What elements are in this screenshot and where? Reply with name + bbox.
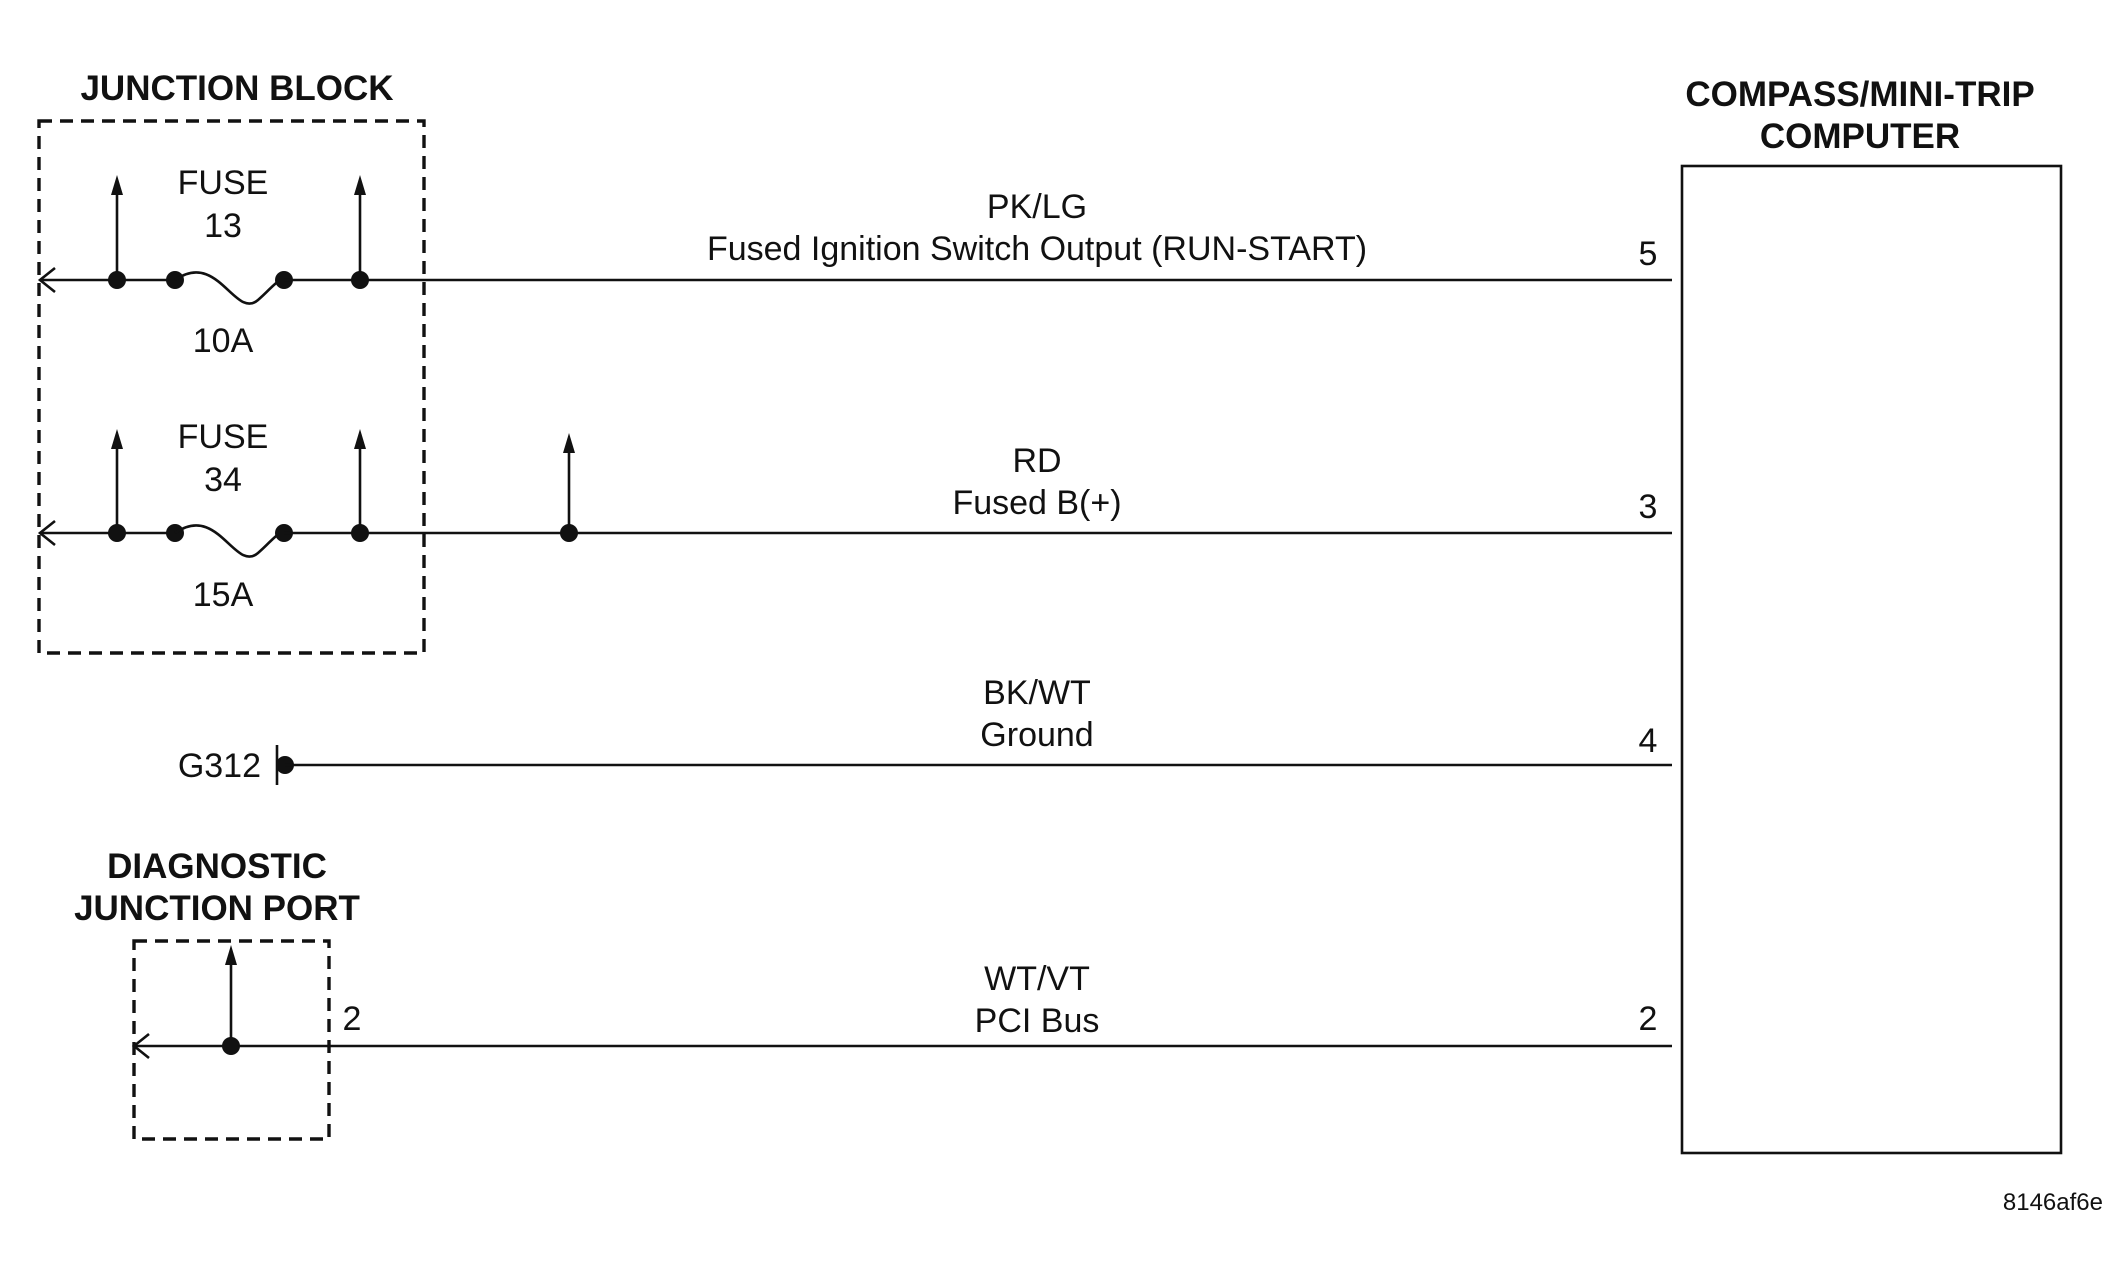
- fuse-34-element-icon: [174, 524, 285, 558]
- fuse-34-label-line2: 34: [204, 461, 242, 499]
- diagnostic-port-title-line1: DIAGNOSTIC: [107, 847, 327, 886]
- computer-title-line1: COMPASS/MINI-TRIP: [1685, 75, 2034, 114]
- fuse-34-right-splice-dot: [351, 524, 369, 542]
- rd-external-splice-dot: [560, 524, 578, 542]
- circuit-rd-description: Fused B(+): [952, 484, 1121, 522]
- diagnostic-port-outline: [132, 939, 331, 1141]
- fuse-13-right-up-arrow-icon: [354, 175, 366, 195]
- circuit-rd-labels: RD Fused B(+) 3: [952, 442, 1657, 526]
- diagnostic-port-pin-label: 2: [343, 1000, 362, 1038]
- fuse-34-left-splice-dot: [108, 524, 126, 542]
- pin-3-label: 3: [1639, 488, 1658, 526]
- computer-module-box: [1680, 164, 2063, 1155]
- fuse-34-right-up-arrow-icon: [354, 429, 366, 449]
- circuit-wt-vt-color: WT/VT: [984, 960, 1090, 998]
- pin-5-label: 5: [1639, 235, 1658, 273]
- fuse-13-label-line2: 13: [204, 207, 242, 245]
- diagnostic-port-connector-arrow-icon: [131, 1032, 150, 1060]
- circuit-bk-wt-description: Ground: [980, 716, 1093, 754]
- fuse-13-connector-arrow-icon: [37, 266, 56, 294]
- diagnostic-port-splice-dot: [222, 1037, 240, 1055]
- fuse-13-label-line1: FUSE: [178, 164, 269, 202]
- circuit-pk-lg-description: Fused Ignition Switch Output (RUN-START): [707, 230, 1367, 268]
- circuit-pk-lg-color: PK/LG: [987, 188, 1087, 226]
- fuse-13-rating: 10A: [193, 322, 254, 360]
- fuse-34-label-line1: FUSE: [178, 418, 269, 456]
- ground-circuit: G312 BK/WT Ground 4: [178, 674, 1672, 785]
- ground-label: G312: [178, 747, 261, 785]
- circuit-wt-vt-description: PCI Bus: [975, 1002, 1100, 1040]
- fuse-34: FUSE 34 15A: [37, 418, 1672, 614]
- fuse-13: FUSE 13 10A: [37, 164, 1672, 360]
- circuit-rd-color: RD: [1012, 442, 1061, 480]
- rd-external-up-arrow-icon: [563, 433, 575, 453]
- computer-title-line2: COMPUTER: [1760, 117, 1960, 156]
- fuse-13-left-up-arrow-icon: [111, 175, 123, 195]
- fuse-34-connector-arrow-icon: [37, 519, 56, 547]
- circuit-pk-lg-labels: PK/LG Fused Ignition Switch Output (RUN-…: [707, 188, 1657, 273]
- fuse-13-element-icon: [174, 271, 285, 305]
- diagnostic-port-up-arrow-icon: [225, 945, 237, 965]
- pin-2-label: 2: [1639, 1000, 1658, 1038]
- junction-block-title: JUNCTION BLOCK: [80, 69, 393, 108]
- fuse-34-left-up-arrow-icon: [111, 429, 123, 449]
- circuit-bk-wt-color: BK/WT: [983, 674, 1091, 712]
- junction-block-outline: [37, 119, 426, 655]
- diagnostic-junction-port: DIAGNOSTIC JUNCTION PORT 2 WT/VT PCI Bus…: [74, 847, 1672, 1141]
- fuse-13-left-splice-dot: [108, 271, 126, 289]
- fuse-13-right-splice-dot: [351, 271, 369, 289]
- fuse-34-rating: 15A: [193, 576, 254, 614]
- pin-4-label: 4: [1639, 722, 1658, 760]
- junction-block: JUNCTION BLOCK: [37, 69, 426, 655]
- diagnostic-port-title-line2: JUNCTION PORT: [74, 889, 360, 928]
- compass-mini-trip-computer: COMPASS/MINI-TRIP COMPUTER: [1680, 75, 2063, 1155]
- figure-id: 8146af6e: [2003, 1189, 2103, 1216]
